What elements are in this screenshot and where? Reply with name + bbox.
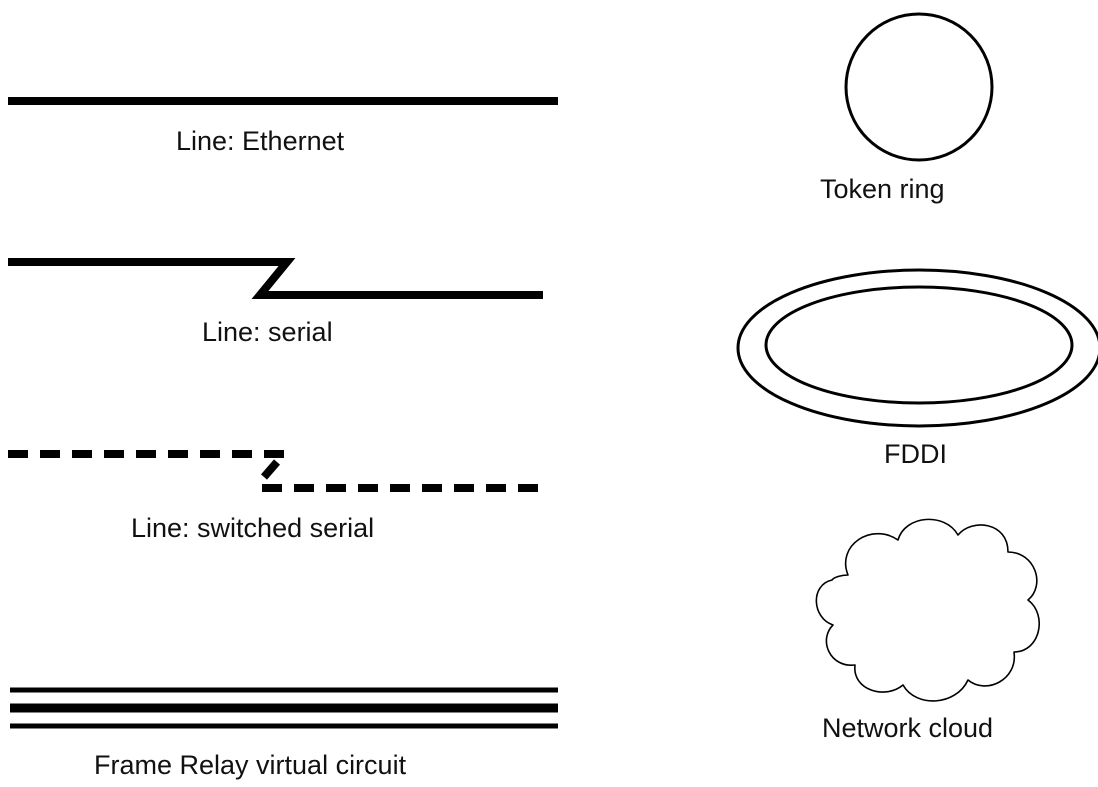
switched-serial-line-icon [8, 450, 543, 492]
fddi-ring-icon [736, 268, 1098, 428]
frame-relay-label: Frame Relay virtual circuit [94, 750, 407, 780]
serial-line-icon [8, 258, 543, 299]
ethernet-label: Line: Ethernet [176, 126, 345, 156]
token-ring-icon [844, 12, 994, 162]
switched-serial-label: Line: switched serial [131, 513, 375, 543]
token-ring-label: Token ring [820, 174, 945, 204]
network-cloud-label: Network cloud [822, 713, 994, 743]
network-cloud-icon [815, 518, 1040, 702]
fddi-label: FDDI [884, 439, 947, 469]
serial-label: Line: serial [202, 317, 333, 347]
frame-relay-circuit-icon [10, 687, 558, 729]
